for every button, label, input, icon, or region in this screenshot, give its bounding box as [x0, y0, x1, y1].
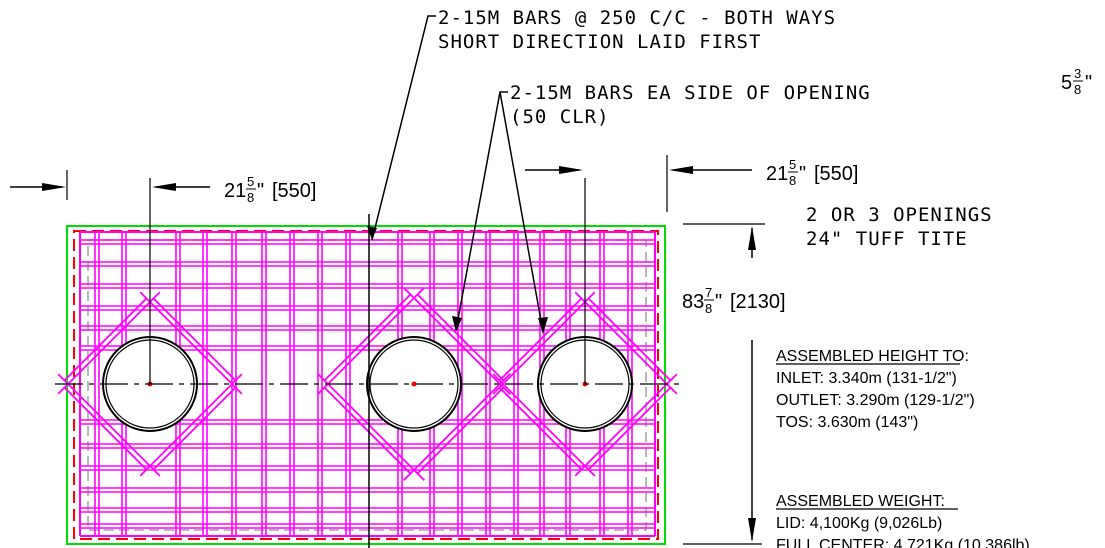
- svg-text:": ": [1085, 72, 1092, 94]
- note-bars-both-ways-line2: SHORT DIRECTION LAID FIRST: [438, 31, 761, 53]
- dim-denominator: 8: [247, 190, 254, 205]
- rebar-trim-diagonal: [57, 383, 69, 395]
- svg-text:": ": [715, 291, 722, 313]
- leader-bars-opening-b: [499, 91, 544, 333]
- leader-bars-opening-a: [455, 91, 508, 331]
- rebar-trim-diagonal: [498, 386, 583, 471]
- rebar-trim-diagonal: [502, 301, 586, 385]
- note-bars-opening-line2: (50 CLR): [510, 106, 610, 128]
- rebar-trim-diagonal: [584, 383, 668, 467]
- dim-label-corner: 5 3 8 ": [1061, 66, 1092, 97]
- note-openings-line1: 2 OR 3 OPENINGS: [806, 204, 993, 226]
- dim-metric: [550]: [272, 180, 316, 202]
- rebar-trim-diagonal: [584, 291, 596, 303]
- rebar-trim-diagonal: [587, 386, 672, 471]
- rebar-trim-diagonal: [149, 301, 233, 385]
- rebar-trim-diagonal: [152, 297, 237, 382]
- dim-numerator: 5: [789, 157, 796, 172]
- rebar-trim-diagonal: [413, 297, 501, 385]
- dim-arrowhead: [748, 518, 756, 542]
- note-openings-line2: 24" TUFF TITE: [806, 228, 968, 250]
- dim-arrowhead: [748, 226, 756, 250]
- rebar-trim-diagonal: [317, 373, 329, 385]
- rebar-trim-diagonal: [327, 383, 415, 471]
- rebar-trim-diagonal: [492, 383, 504, 395]
- dim-denominator: 8: [789, 173, 796, 188]
- rebar-trim-diagonal: [403, 469, 415, 481]
- rebar-trim-diagonal: [413, 287, 425, 299]
- leader-arrowhead: [367, 226, 377, 240]
- assembled-height-tos: TOS: 3.630m (143"): [776, 414, 918, 431]
- note-bars-opening-line1: 2-15M BARS EA SIDE OF OPENING: [510, 82, 871, 104]
- rebar-trim-diagonal: [327, 297, 415, 385]
- leader-arrowhead: [538, 317, 548, 334]
- rebar-trim-diagonal: [63, 386, 148, 471]
- dim-whole: 21: [766, 163, 788, 185]
- dim-whole: 5: [1061, 72, 1072, 94]
- rebar-trim-diagonal: [587, 297, 672, 382]
- rebar-trim-diagonal: [403, 287, 415, 299]
- rebar-trim-diagonal: [139, 465, 151, 477]
- dim-arrowhead: [669, 166, 693, 174]
- assembled-weight-lid: LID: 4,100Kg (9,026Lb): [776, 515, 942, 532]
- rebar-trim-diagonal: [584, 301, 668, 385]
- dim-whole: 21: [224, 180, 246, 202]
- assembled-weight-title: ASSEMBLED WEIGHT:: [776, 493, 945, 510]
- opening-trim-bars: [57, 287, 678, 481]
- dim-metric: [2130]: [730, 291, 786, 313]
- rebar-trim-diagonal: [67, 383, 151, 467]
- note-bars-both-ways-line1: 2-15M BARS @ 250 C/C - BOTH WAYS: [438, 7, 836, 29]
- leader-bars-both-ways: [371, 15, 436, 241]
- dim-denominator: 8: [1074, 82, 1081, 97]
- rebar-trim-diagonal: [498, 297, 583, 382]
- rebar-trim-diagonal: [63, 297, 148, 382]
- dim-arrowhead: [152, 183, 176, 191]
- dim-metric: [550]: [814, 163, 858, 185]
- dim-label-height: 83 7 8 " [2130]: [682, 285, 786, 316]
- assembled-height-title: ASSEMBLED HEIGHT TO:: [776, 348, 969, 365]
- dim-whole: 83: [682, 291, 704, 313]
- rebar-trim-diagonal: [413, 469, 425, 481]
- dim-numerator: 7: [705, 285, 712, 300]
- dim-arrowhead: [559, 166, 583, 174]
- rebar-trim-diagonal: [416, 293, 505, 382]
- rebar-trim-diagonal: [231, 383, 243, 395]
- dim-label-left-offset: 21 5 8 " [550]: [224, 174, 316, 205]
- rebar-trim-diagonal: [416, 386, 505, 475]
- dim-numerator: 3: [1074, 66, 1081, 81]
- svg-text:": ": [257, 180, 264, 202]
- rebar-trim-diagonal: [584, 465, 596, 477]
- rebar-trim-diagonal: [152, 386, 237, 471]
- dim-arrowhead: [42, 183, 66, 191]
- rebar-trim-diagonal: [574, 465, 586, 477]
- dim-denominator: 8: [705, 301, 712, 316]
- rebar-trim-diagonal: [67, 301, 151, 385]
- dim-numerator: 5: [247, 174, 254, 189]
- leader-arrowhead: [452, 316, 462, 332]
- rebar-trim-diagonal: [149, 383, 233, 467]
- assembled-height-inlet: INLET: 3.340m (131-1/2"): [776, 370, 957, 387]
- rebar-trim-diagonal: [492, 373, 504, 385]
- rebar-trim-diagonal: [149, 465, 161, 477]
- rebar-trim-diagonal: [57, 373, 69, 385]
- rebar-trim-diagonal: [666, 373, 678, 385]
- dim-label-right-offset: 21 5 8 " [550]: [766, 157, 858, 188]
- rebar-trim-diagonal: [502, 383, 586, 467]
- rebar-trim-diagonal: [666, 383, 678, 395]
- rebar-trim-diagonal: [149, 291, 161, 303]
- rebar-trim-diagonal: [139, 291, 151, 303]
- rebar-trim-diagonal: [231, 373, 243, 385]
- rebar-trim-diagonal: [323, 293, 412, 382]
- assembled-height-outlet: OUTLET: 3.290m (129-1/2"): [776, 392, 975, 409]
- rebar-trim-diagonal: [413, 383, 501, 471]
- svg-text:": ": [799, 163, 806, 185]
- rebar-trim-diagonal: [574, 291, 586, 303]
- assembled-weight-full-center: FULL CENTER: 4,721Kg (10,386lb): [776, 537, 1030, 548]
- rebar-trim-diagonal: [317, 383, 329, 395]
- rebar-trim-diagonal: [323, 386, 412, 475]
